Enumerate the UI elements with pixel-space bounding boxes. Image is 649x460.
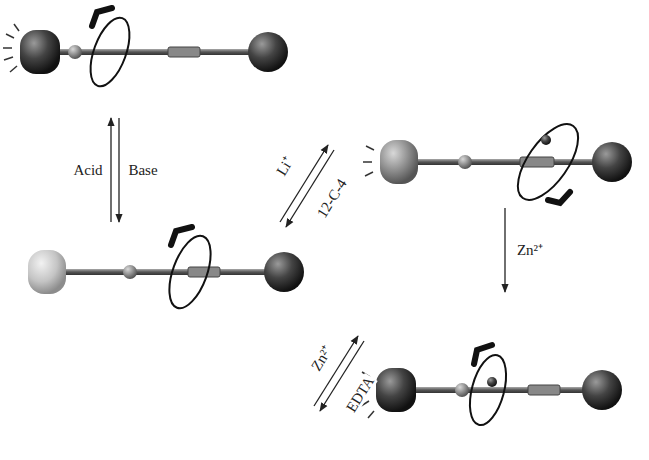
condition-label: EDTA <box>343 373 377 416</box>
state-a <box>3 8 288 91</box>
condition-label: Base <box>127 163 158 178</box>
condition-label: Li⁺ <box>273 153 297 178</box>
condition-label: 12-C-4 <box>314 175 350 221</box>
state-d <box>359 345 622 429</box>
reaction-arrows <box>111 118 505 411</box>
condition-label: Zn²⁺ <box>308 342 336 374</box>
condition-label: Zn²⁺ <box>516 243 544 258</box>
condition-label: Acid <box>72 163 103 178</box>
state-b <box>28 227 304 314</box>
state-c <box>363 114 632 209</box>
